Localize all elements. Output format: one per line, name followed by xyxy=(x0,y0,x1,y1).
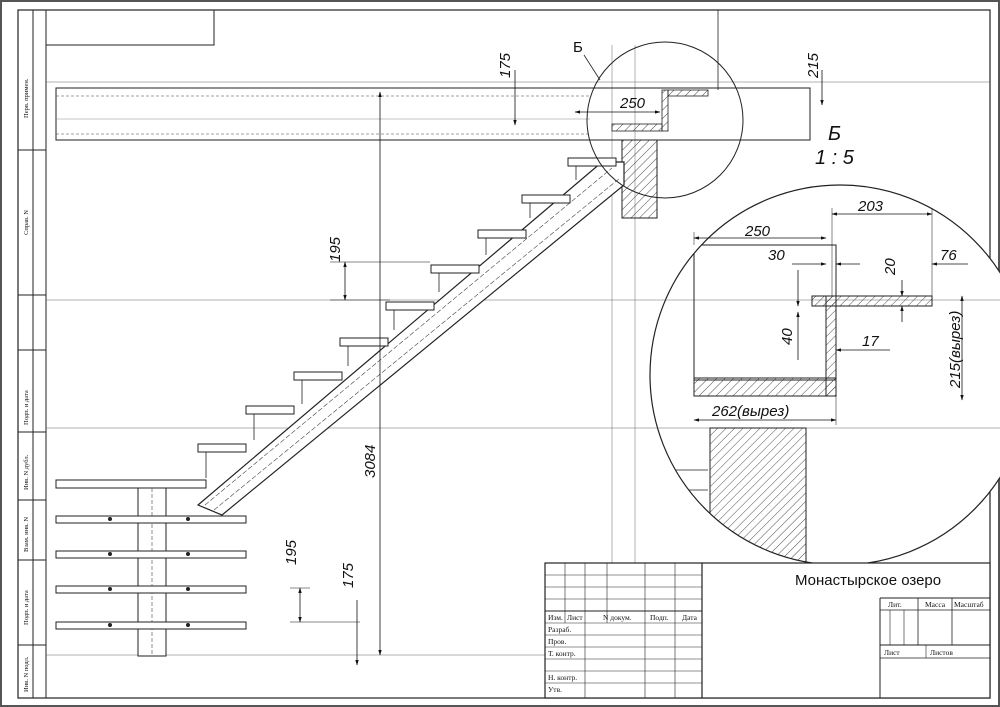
detail-view xyxy=(650,244,1000,565)
tb-lit: Лит. xyxy=(888,600,902,609)
stair-treads xyxy=(197,157,617,478)
dim-detail-262-cut: 262(вырез) xyxy=(711,403,789,420)
dim-total-height: 3084 xyxy=(362,445,379,478)
dim-bottom-step: 175 xyxy=(340,562,357,588)
top-left-box xyxy=(45,9,215,46)
tb-masshtab: Масштаб xyxy=(954,600,984,609)
title-block: Изм. Лист N докум. Подп. Дата Разраб. Пр… xyxy=(544,562,991,699)
callout-label: Б xyxy=(573,39,583,56)
stamp-vzam-inv-n: Взам. инв. N xyxy=(23,517,30,552)
dim-riser-upper: 195 xyxy=(327,236,344,262)
lower-steps xyxy=(55,487,247,657)
tb-utv: Утв. xyxy=(548,685,562,694)
callout-detail-steel xyxy=(611,89,709,132)
stamp-podp-data-1: Подп. и дата xyxy=(23,390,30,425)
dim-detail-30: 30 xyxy=(768,247,785,264)
tb-n-dokum: N докум. xyxy=(603,613,632,622)
tb-izm: Изм. xyxy=(548,613,563,622)
stair-stringer xyxy=(196,161,625,516)
dim-detail-250: 250 xyxy=(744,223,771,240)
tb-t-kontr: Т. контр. xyxy=(548,649,576,658)
stamp-inv-n-dubl: Инв. N дубл. xyxy=(23,454,30,490)
project-name: Монастырское озеро xyxy=(795,572,941,589)
tb-podp: Подп. xyxy=(650,613,669,622)
tb-n-kontr: Н. контр. xyxy=(548,673,577,682)
tb-list-right: Лист xyxy=(884,648,900,657)
upper-floor-slab xyxy=(55,87,811,141)
dim-top-step: 175 xyxy=(497,52,514,78)
tb-list: Лист xyxy=(567,613,583,622)
dim-top-right: 215 xyxy=(805,52,822,79)
tb-massa: Масса xyxy=(925,600,946,609)
dim-detail-215-cut: 215(вырез) xyxy=(947,311,964,389)
dim-detail-76: 76 xyxy=(940,247,957,264)
callout-circle xyxy=(586,41,744,199)
stamp-perv-primen: Перв. примен. xyxy=(23,78,30,118)
tb-prov: Пров. xyxy=(548,637,566,646)
stamp-sprav-n: Справ. N xyxy=(23,210,30,235)
view-label: Б xyxy=(828,123,841,145)
dim-detail-40: 40 xyxy=(779,328,796,345)
dim-detail-tread: 250 xyxy=(619,95,646,112)
dim-detail-203: 203 xyxy=(857,198,884,215)
wall-section xyxy=(621,139,658,219)
tb-razrab: Разраб. xyxy=(548,625,571,634)
landing xyxy=(55,479,207,489)
tb-listov: Листов xyxy=(930,648,953,657)
dim-detail-17: 17 xyxy=(862,333,879,350)
dim-riser-lower: 195 xyxy=(283,539,300,565)
detail-dimension-lines xyxy=(693,208,968,425)
stamp-inv-n-podl: Инв. N подл. xyxy=(23,656,30,692)
stamp-podp-data-2: Подп. и дата xyxy=(23,590,30,625)
tb-data: Дата xyxy=(682,613,698,622)
dimension-lines xyxy=(290,70,824,666)
view-scale: 1 : 5 xyxy=(815,147,855,169)
dim-detail-20: 20 xyxy=(882,258,899,276)
side-stamp: Перв. примен. Справ. N Подп. и дата Инв.… xyxy=(18,10,47,698)
